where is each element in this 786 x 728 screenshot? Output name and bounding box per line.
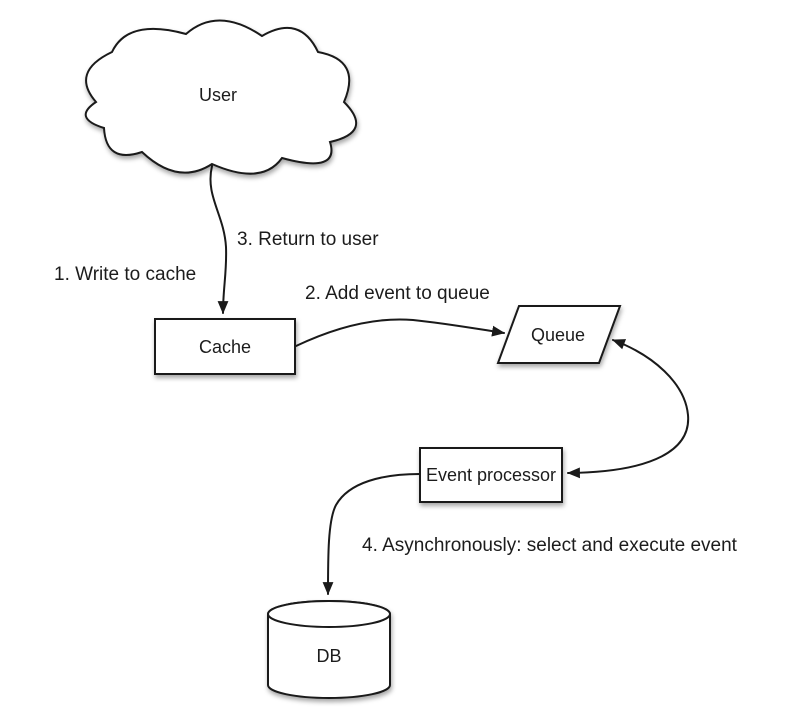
user-label: User	[199, 85, 237, 105]
db-cylinder	[267, 600, 391, 699]
event-processor-label: Event processor	[426, 465, 556, 485]
cache-label: Cache	[199, 337, 251, 357]
label-step-4: 4. Asynchronously: select and execute ev…	[362, 535, 738, 556]
label-step-3: 3. Return to user	[237, 229, 379, 250]
edge-cache-to-queue	[295, 318, 506, 347]
db-cylinder-top	[267, 600, 391, 628]
user-cloud-shape	[84, 19, 358, 175]
db-label: DB	[316, 646, 341, 666]
edge-user-to-cache	[209, 165, 229, 315]
edge-queue-event-processor	[566, 339, 690, 479]
queue-label: Queue	[531, 325, 585, 345]
edge-event-processor-to-db	[322, 473, 421, 596]
cache-box	[154, 318, 296, 375]
label-step-2: 2. Add event to queue	[305, 283, 490, 304]
event-processor-box	[419, 447, 563, 503]
queue-parallelogram	[496, 305, 622, 364]
label-step-1: 1. Write to cache	[54, 264, 196, 285]
